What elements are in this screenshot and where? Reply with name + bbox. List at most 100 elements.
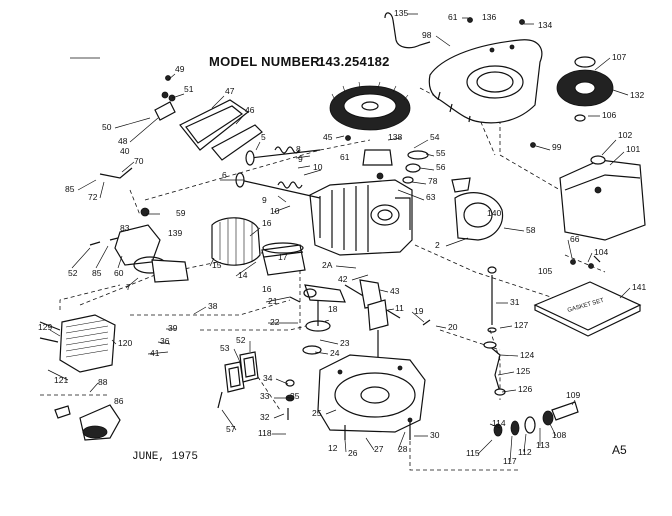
governor-assembly — [54, 404, 121, 441]
callout: 85 — [65, 184, 75, 194]
callout: 10 — [270, 206, 280, 216]
callout: 61 — [448, 12, 458, 22]
cylinder-block — [309, 179, 413, 256]
callout: 2 — [435, 240, 440, 250]
callout: 70 — [134, 156, 144, 166]
callout: 22 — [270, 317, 280, 327]
callout: 42 — [338, 274, 348, 284]
callout: 138 — [388, 132, 402, 142]
engine-base — [317, 354, 426, 433]
fuel-tank — [559, 155, 646, 241]
callout: 88 — [98, 377, 108, 387]
callout: 129 — [38, 322, 52, 332]
callout: 35 — [290, 391, 300, 401]
callout: 5 — [261, 132, 266, 142]
callout: 114 — [492, 418, 506, 428]
callout: 15 — [212, 260, 222, 270]
model-label: MODEL NUMBER: — [209, 54, 325, 69]
callout: 53 — [220, 343, 230, 353]
fuel-line — [384, 12, 431, 49]
gaskets-left — [224, 351, 259, 393]
page-code: A5 — [612, 443, 627, 457]
air-filter — [39, 314, 116, 373]
callout: 120 — [118, 338, 132, 348]
callout: 107 — [612, 52, 626, 62]
hardware-screws — [89, 17, 601, 440]
recoil-starter — [451, 177, 504, 241]
flywheel — [329, 81, 411, 131]
callout: 9 — [298, 154, 303, 164]
callout: 16 — [262, 284, 272, 294]
leader-lines — [47, 13, 631, 463]
callout: 6 — [222, 170, 227, 180]
carburetor — [99, 167, 189, 283]
callout: 83 — [120, 223, 130, 233]
callout: 7 — [126, 282, 131, 292]
callout: 113 — [536, 440, 550, 450]
flywheel-hardware — [362, 149, 429, 193]
callout: 61 — [340, 152, 350, 162]
callout: 34 — [263, 373, 273, 383]
callout: 108 — [552, 430, 566, 440]
cylinder-head — [154, 75, 263, 161]
callout: 115 — [466, 448, 480, 458]
callout: 66 — [570, 234, 580, 244]
callout: 43 — [390, 286, 400, 296]
callout: 132 — [630, 90, 644, 100]
callout: 56 — [436, 162, 446, 172]
callout: 109 — [566, 390, 580, 400]
callout: 26 — [348, 448, 358, 458]
callout: 18 — [328, 304, 338, 314]
callout: 27 — [374, 444, 384, 454]
callout: 102 — [618, 130, 632, 140]
dipstick — [487, 266, 497, 333]
callout: 16 — [262, 218, 272, 228]
starter-pulley — [556, 56, 614, 122]
callout: 105 — [538, 266, 552, 276]
callout: 39 — [168, 323, 178, 333]
callout: 126 — [518, 384, 532, 394]
callout: 118 — [258, 428, 272, 438]
gasket-set-box: GASKET SET — [533, 281, 642, 337]
callout: 36 — [160, 336, 170, 346]
callout: 59 — [176, 208, 186, 218]
model-number: 143.254182 — [318, 54, 390, 69]
callout: 54 — [430, 132, 440, 142]
callout: 25 — [312, 408, 322, 418]
callout: 125 — [516, 366, 530, 376]
callout: 139 — [168, 228, 182, 238]
callout: 63 — [426, 192, 436, 202]
callout: 127 — [514, 320, 528, 330]
callout: 60 — [114, 268, 124, 278]
callout: 98 — [422, 30, 432, 40]
callout: 85 — [92, 268, 102, 278]
oil-fill-tube — [483, 341, 506, 396]
callout: 140 — [487, 208, 501, 218]
callout: 141 — [632, 282, 646, 292]
callout: 72 — [88, 192, 98, 202]
callout: 99 — [552, 142, 562, 152]
blower-housing — [428, 39, 543, 124]
callout: 28 — [398, 444, 408, 454]
callout: 121 — [54, 375, 68, 385]
connecting-rod — [303, 284, 346, 303]
callout: 23 — [340, 338, 350, 348]
callout: 57 — [226, 424, 236, 434]
revision-date: JUNE, 1975 — [132, 451, 198, 463]
callout: 55 — [436, 148, 446, 158]
callout: 8 — [296, 144, 301, 154]
callout: 52 — [236, 335, 246, 345]
callout: 86 — [114, 396, 124, 406]
callout: 30 — [430, 430, 440, 440]
callout: 104 — [594, 247, 608, 257]
callout: 10 — [313, 162, 323, 172]
callout: 134 — [538, 20, 552, 30]
callout: 12 — [328, 443, 338, 453]
drive-shaft-parts — [493, 401, 579, 437]
callout: 58 — [526, 225, 536, 235]
callout: 38 — [208, 301, 218, 311]
callout: 11 — [395, 303, 404, 313]
callout: 33 — [260, 391, 270, 401]
callout: 24 — [330, 348, 340, 358]
